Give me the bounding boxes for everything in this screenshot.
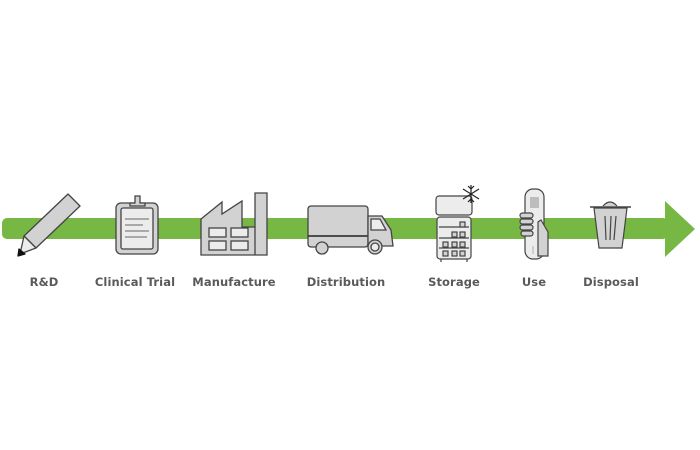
pencil-icon (17, 193, 81, 257)
stage-label-disposal: Disposal (583, 275, 639, 289)
stage-label-manufacture: Manufacture (192, 275, 276, 289)
hand-held-device-icon (519, 188, 549, 260)
snowflake-icon (462, 185, 480, 203)
stage-label-use: Use (521, 275, 547, 289)
trash-can-icon (590, 201, 631, 249)
stage-label-distribution: Distribution (306, 275, 386, 289)
timeline-arrow-head (665, 201, 695, 257)
truck-icon (307, 205, 394, 255)
stage-label-clinical-trial: Clinical Trial (94, 275, 176, 289)
stage-label-rnd: R&D (29, 275, 59, 289)
clipboard-icon (115, 195, 159, 255)
factory-icon (200, 192, 268, 256)
stage-label-storage: Storage (428, 275, 480, 289)
freezer-icon (435, 195, 473, 262)
